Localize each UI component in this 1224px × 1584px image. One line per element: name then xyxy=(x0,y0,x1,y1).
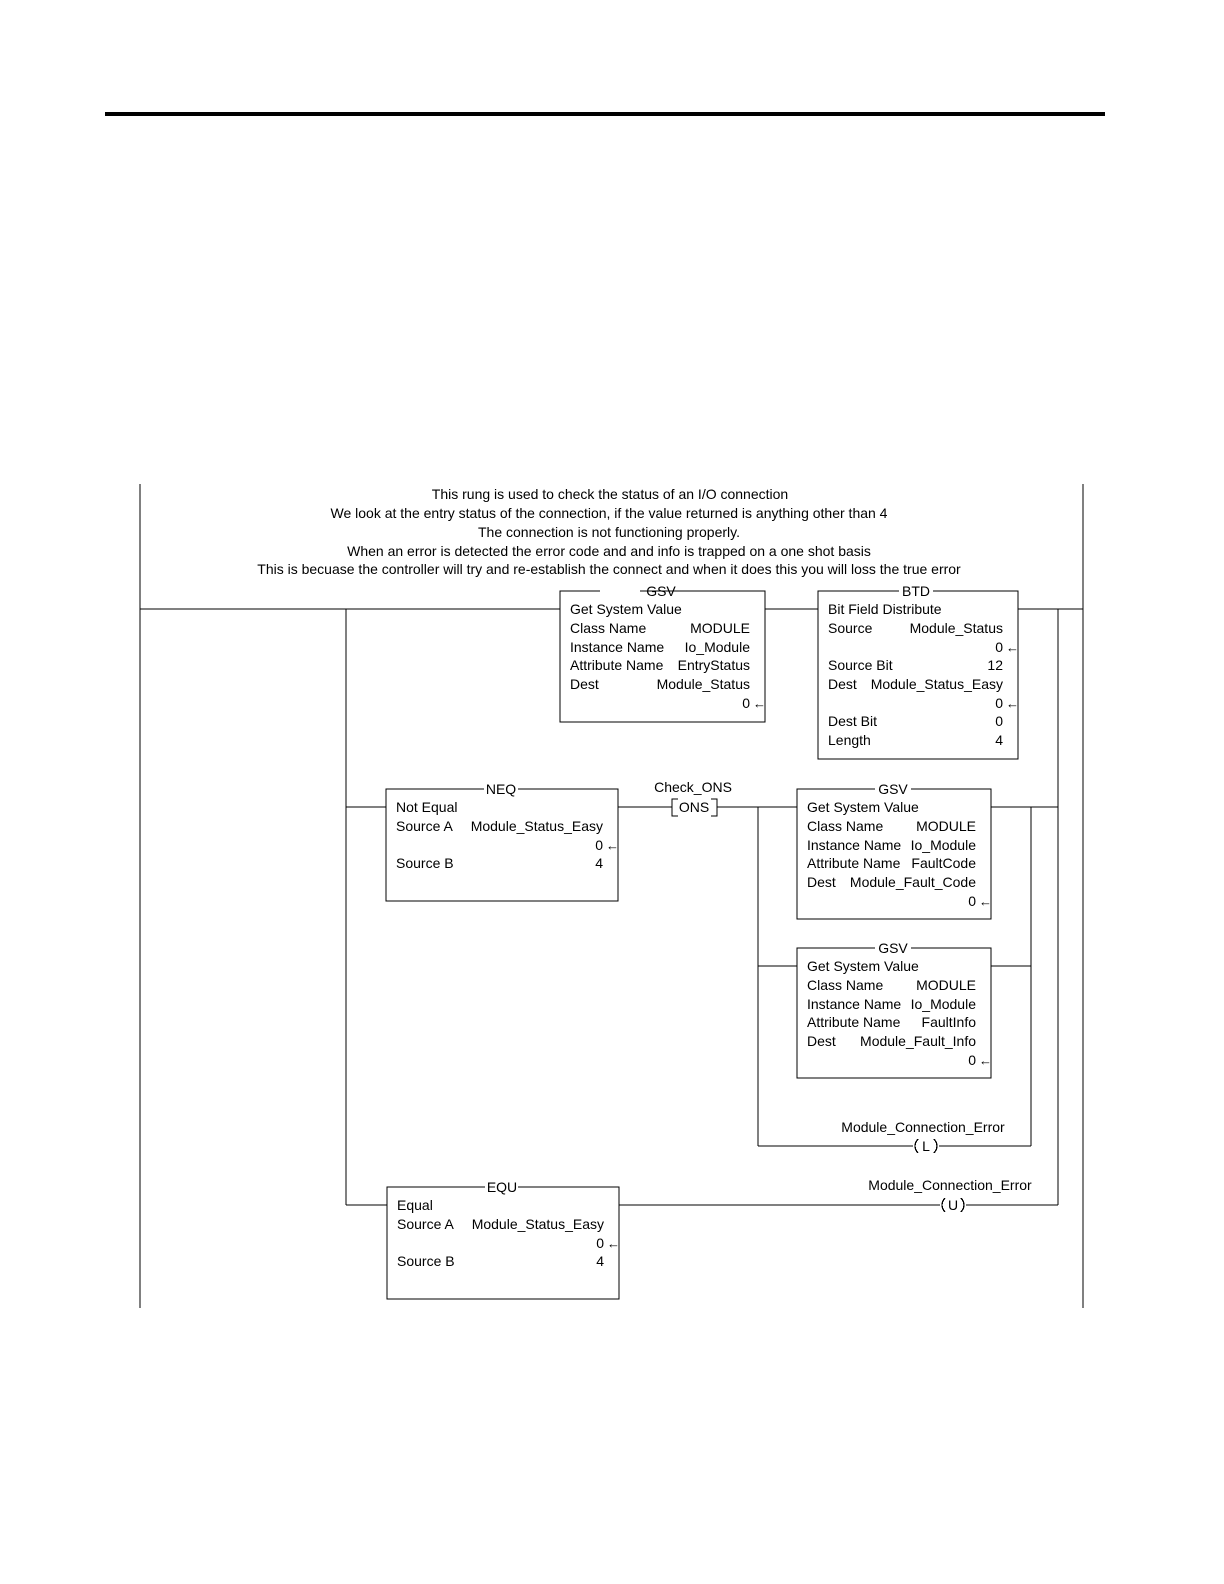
param-value: MODULE xyxy=(690,620,750,636)
param-label: Dest xyxy=(807,1033,836,1049)
block-title: Equal xyxy=(397,1197,433,1213)
gsv-block-fault-code[interactable]: GSV Get System Value Class Name MODULE I… xyxy=(796,781,992,920)
param-value: FaultInfo xyxy=(922,1014,977,1030)
param-label: Dest xyxy=(570,676,599,692)
param-value: MODULE xyxy=(916,818,976,834)
coil-tag: Module_Connection_Error xyxy=(841,1119,1005,1135)
coil-symbol: L xyxy=(922,1138,930,1154)
block-type-label: GSV xyxy=(646,583,676,599)
param-value: Io_Module xyxy=(911,837,977,853)
param-value: 4 xyxy=(995,732,1003,748)
param-label: Source A xyxy=(396,818,453,834)
param-value: Module_Status_Easy xyxy=(471,818,603,834)
param-label: Class Name xyxy=(807,818,883,834)
param-label: Attribute Name xyxy=(807,1014,901,1030)
param-value: Module_Status xyxy=(910,620,1003,636)
ons-right-bracket-icon xyxy=(711,798,718,817)
param-label: Source B xyxy=(397,1253,455,1269)
block-title: Get System Value xyxy=(807,958,919,974)
param-value: MODULE xyxy=(916,977,976,993)
comment-line: We look at the entry status of the conne… xyxy=(331,505,888,521)
block-title: Bit Field Distribute xyxy=(828,601,942,617)
value-arrow-icon: ← xyxy=(606,838,619,853)
param-value: Module_Fault_Code xyxy=(850,874,976,890)
ons-label: ONS xyxy=(679,799,709,815)
param-value: 0 xyxy=(995,639,1003,655)
block-type-label: EQU xyxy=(487,1179,517,1195)
param-value: Io_Module xyxy=(911,996,977,1012)
param-label: Dest xyxy=(828,676,857,692)
btd-block[interactable]: BTD Bit Field Distribute Source Module_S… xyxy=(817,583,1019,760)
param-label: Source A xyxy=(397,1216,454,1232)
comment-line: This is becuase the controller will try … xyxy=(257,561,961,577)
param-label: Dest Bit xyxy=(828,713,877,729)
coil-right-paren-icon xyxy=(960,1197,965,1213)
block-type-label: GSV xyxy=(878,781,908,797)
param-label: Length xyxy=(828,732,871,748)
unlatch-coil[interactable]: Module_Connection_Error U xyxy=(868,1177,1032,1213)
block-title: Get System Value xyxy=(807,799,919,815)
param-label: Attribute Name xyxy=(570,657,664,673)
block-type-label: GSV xyxy=(878,940,908,956)
param-value: 0 xyxy=(595,837,603,853)
page-header-rule xyxy=(105,112,1105,116)
neq-block[interactable]: NEQ Not Equal Source A Module_Status_Eas… xyxy=(385,781,619,902)
latch-coil[interactable]: Module_Connection_Error L xyxy=(841,1119,1005,1154)
param-label: Instance Name xyxy=(807,996,901,1012)
param-label: Source B xyxy=(396,855,454,871)
param-value: Module_Fault_Info xyxy=(860,1033,976,1049)
param-value: 0 xyxy=(995,713,1003,729)
param-value: 12 xyxy=(987,657,1003,673)
value-arrow-icon: ← xyxy=(979,1053,992,1068)
param-value: Module_Status xyxy=(657,676,750,692)
block-type-label: NEQ xyxy=(486,781,516,797)
rung-comment: This rung is used to check the status of… xyxy=(257,486,961,577)
gsv-block-entry-status[interactable]: GSV Get System Value Class Name MODULE I… xyxy=(559,583,766,723)
coil-symbol: U xyxy=(948,1197,958,1213)
param-label: Class Name xyxy=(570,620,646,636)
comment-line: This rung is used to check the status of… xyxy=(432,486,788,502)
block-title: Get System Value xyxy=(570,601,682,617)
coil-left-paren-icon xyxy=(941,1197,946,1213)
ons-instruction[interactable]: Check_ONS ONS xyxy=(654,779,732,817)
dest-value: 0 xyxy=(968,893,976,909)
param-value: Io_Module xyxy=(685,639,751,655)
param-label: Class Name xyxy=(807,977,883,993)
param-label: Source xyxy=(828,620,873,636)
param-label: Instance Name xyxy=(807,837,901,853)
param-value: 4 xyxy=(596,1253,604,1269)
comment-line: The connection is not functioning proper… xyxy=(478,524,740,540)
block-title: Not Equal xyxy=(396,799,457,815)
equ-block[interactable]: EQU Equal Source A Module_Status_Easy 0 … xyxy=(386,1179,620,1300)
param-value: FaultCode xyxy=(911,855,976,871)
coil-right-paren-icon xyxy=(933,1138,938,1154)
value-arrow-icon: ← xyxy=(1006,640,1019,655)
coil-left-paren-icon xyxy=(914,1138,919,1154)
value-arrow-icon: ← xyxy=(979,894,992,909)
ons-left-bracket-icon xyxy=(671,798,678,817)
param-label: Instance Name xyxy=(570,639,664,655)
comment-line: When an error is detected the error code… xyxy=(347,543,871,559)
param-value: 0 xyxy=(596,1235,604,1251)
gsv-block-fault-info[interactable]: GSV Get System Value Class Name MODULE I… xyxy=(796,940,992,1079)
param-value: Module_Status_Easy xyxy=(871,676,1003,692)
rung-wiring xyxy=(140,608,1083,1206)
param-value: 0 xyxy=(995,695,1003,711)
value-arrow-icon: ← xyxy=(607,1236,620,1251)
param-label: Dest xyxy=(807,874,836,890)
value-arrow-icon: ← xyxy=(1006,696,1019,711)
block-type-label: BTD xyxy=(902,583,930,599)
param-value: Module_Status_Easy xyxy=(472,1216,604,1232)
param-value: 4 xyxy=(595,855,603,871)
param-value: EntryStatus xyxy=(678,657,750,673)
dest-value: 0 xyxy=(742,695,750,711)
value-arrow-icon: ← xyxy=(753,696,766,711)
ons-tag: Check_ONS xyxy=(654,779,732,795)
param-label: Attribute Name xyxy=(807,855,901,871)
param-label: Source Bit xyxy=(828,657,893,673)
dest-value: 0 xyxy=(968,1052,976,1068)
coil-tag: Module_Connection_Error xyxy=(868,1177,1032,1193)
